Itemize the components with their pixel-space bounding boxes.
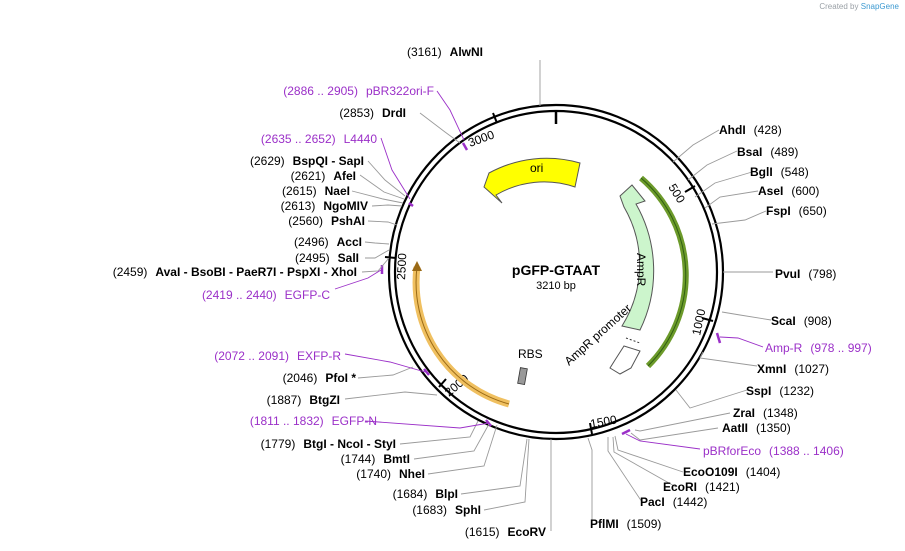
site-scai: ScaI(908) bbox=[771, 314, 832, 328]
site-ecorv: (1615)EcoRV bbox=[465, 525, 546, 539]
site-aatii: AatII(1350) bbox=[722, 421, 791, 435]
site-bspqi-sapi: (2629)BspQI - SapI bbox=[250, 154, 364, 168]
egfp-feature-core bbox=[415, 266, 510, 405]
site-sphi: (1683)SphI bbox=[412, 503, 481, 517]
tick-label-1000: 1000 bbox=[689, 307, 708, 336]
site-acci: (2496)AccI bbox=[294, 235, 362, 249]
snapgene-logo: SnapGene bbox=[860, 2, 899, 11]
primer-marks bbox=[380, 142, 722, 436]
ampr-feature[interactable] bbox=[619, 184, 655, 331]
plasmid-name: pGFP-GTAAT bbox=[512, 262, 601, 278]
site-bmti: (1744)BmtI bbox=[341, 452, 410, 466]
ampr-orf-line bbox=[640, 177, 687, 367]
tick-label-2500: 2500 bbox=[394, 252, 409, 280]
site-sspi: SspI(1232) bbox=[746, 384, 814, 398]
primer-egfp-n: (1811 .. 1832)EGFP-N bbox=[250, 414, 377, 428]
ori-label: ori bbox=[530, 161, 543, 175]
tick-1500: 1500 bbox=[589, 412, 618, 435]
egfp-arrowhead bbox=[412, 261, 422, 271]
primer-pbr322ori-f: (2886 .. 2905)pBR322ori-F bbox=[283, 84, 434, 98]
site-ecoo109i: EcoO109I(1404) bbox=[683, 465, 780, 479]
site-naei: (2615)NaeI bbox=[282, 184, 350, 198]
ampr-dotted-boundary bbox=[625, 337, 641, 344]
ori-feature[interactable] bbox=[483, 157, 581, 204]
site-ngomiv: (2613)NgoMIV bbox=[281, 199, 368, 213]
site-blpi: (1684)BlpI bbox=[393, 487, 458, 501]
primer-l4440: (2635 .. 2652)L4440 bbox=[261, 132, 377, 146]
rbs-label: RBS bbox=[518, 347, 543, 361]
tick-label-500: 500 bbox=[665, 181, 688, 206]
primer-exfp-r: (2072 .. 2091)EXFP-R bbox=[214, 349, 341, 363]
ampr-promoter-feature[interactable] bbox=[609, 345, 641, 375]
site-btgzi: (1887)BtgZI bbox=[267, 393, 340, 407]
plasmid-size: 3210 bp bbox=[536, 280, 576, 292]
site-xhoi-group: (2459)AvaI - BsoBI - PaeR7I - PspXI - Xh… bbox=[113, 265, 357, 279]
site-pshai: (2560)PshAI bbox=[288, 214, 365, 228]
site-nhei: (1740)NheI bbox=[356, 467, 425, 481]
site-ncoi-group: (1779)BtgI - NcoI - StyI bbox=[261, 437, 396, 451]
primer-pbrforeco: pBRforEco(1388 .. 1406) bbox=[703, 444, 844, 458]
site-paci: PacI(1442) bbox=[640, 495, 707, 509]
site-afei: (2621)AfeI bbox=[291, 169, 356, 183]
tick-2500: 2500 bbox=[384, 252, 409, 280]
tick-label-1500: 1500 bbox=[589, 412, 618, 430]
site-pflmi: PflMI(1509) bbox=[590, 517, 661, 531]
site-ahdi: AhdI(428) bbox=[719, 123, 782, 137]
site-xmni: XmnI(1027) bbox=[757, 362, 829, 376]
snapgene-credit: Created by SnapGene bbox=[819, 2, 899, 11]
egfp-feature[interactable] bbox=[412, 266, 510, 408]
backbone-inner bbox=[393, 109, 719, 435]
primer-egfp-c: (2419 .. 2440)EGFP-C bbox=[202, 288, 330, 302]
site-asei: AseI(600) bbox=[758, 184, 819, 198]
site-alwni: (3161)AlwNI bbox=[407, 45, 483, 59]
tick-label-3000: 3000 bbox=[466, 127, 496, 149]
rbs-feature[interactable] bbox=[517, 367, 528, 386]
site-pvui: PvuI(798) bbox=[775, 267, 836, 281]
site-drdi: (2853)DrdI bbox=[339, 106, 406, 120]
ampr-label: AmpR bbox=[634, 253, 648, 287]
site-zrai: ZraI(1348) bbox=[733, 406, 798, 420]
primer-amp-r: Amp-R(978 .. 997) bbox=[765, 341, 872, 355]
site-bgli: BglI(548) bbox=[750, 165, 809, 179]
site-fspi: FspI(650) bbox=[766, 204, 827, 218]
site-ecori: EcoRI(1421) bbox=[663, 480, 740, 494]
site-bsai: BsaI(489) bbox=[737, 145, 798, 159]
tick-1000: 1000 bbox=[689, 307, 714, 337]
site-pfoi: (2046)PfoI * bbox=[283, 371, 357, 385]
site-sali: (2495)SalI bbox=[295, 251, 359, 265]
